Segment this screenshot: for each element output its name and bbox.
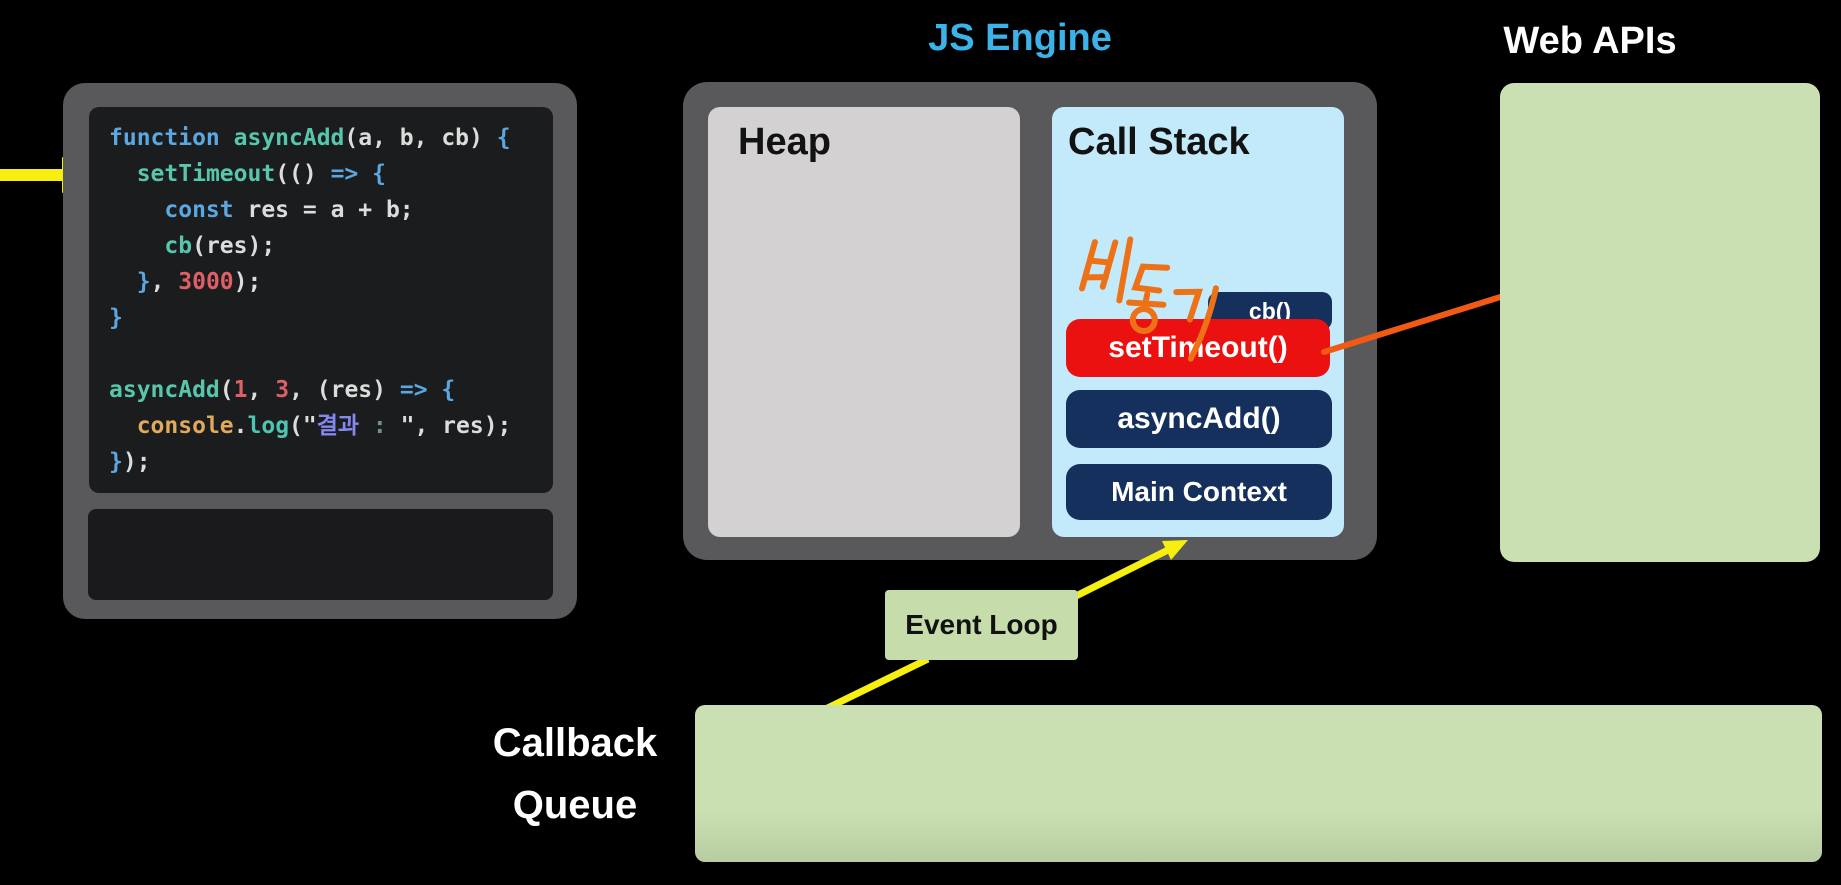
event-loop-label: Event Loop (905, 609, 1058, 640)
code-line: }); (109, 449, 151, 475)
web-apis-box (1500, 83, 1820, 562)
code-line: asyncAdd(1, 3, (res) => { (109, 377, 456, 403)
stack-item-asyncadd: asyncAdd() (1066, 390, 1332, 448)
empty-box (88, 509, 553, 600)
js-engine-title: JS Engine (928, 17, 1112, 59)
event-loop-box: Event Loop (885, 590, 1078, 660)
code-line: function asyncAdd(a, b, cb) { (109, 125, 511, 151)
callback-queue-label: Callback Queue (470, 712, 680, 836)
heap-label: Heap (738, 121, 831, 163)
callback-queue-bar (695, 705, 1822, 862)
code-line: console.log("결과 : ", res); (136, 413, 512, 439)
callback-queue-label-line2: Queue (512, 783, 638, 827)
stack-item-main-context: Main Context (1066, 464, 1332, 520)
callback-queue-label-line1: Callback (492, 721, 658, 765)
code-line: const res = a + b; (164, 197, 414, 223)
code-line: cb(res); (164, 233, 276, 259)
handwritten-async-annotation (1079, 236, 1219, 362)
call-stack-label: Call Stack (1068, 121, 1250, 163)
code-line: } (109, 305, 123, 331)
web-apis-title: Web APIs (1503, 20, 1677, 62)
code-line: }, 3000); (136, 269, 262, 295)
code-line: setTimeout(() => { (136, 161, 386, 187)
code-editor: function asyncAdd(a, b, cb) { setTimeout… (89, 107, 553, 493)
heap-box: Heap (708, 107, 1020, 537)
